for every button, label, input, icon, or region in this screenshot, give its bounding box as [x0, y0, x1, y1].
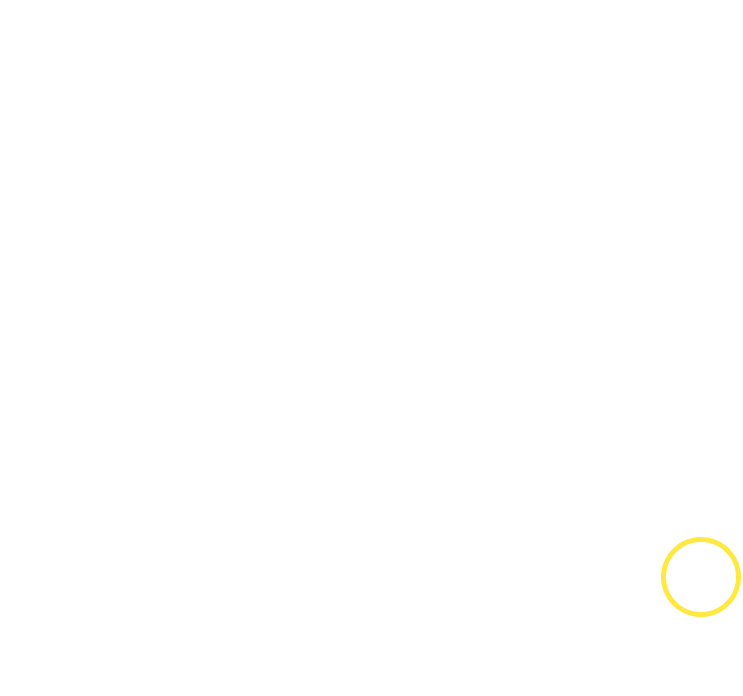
circle-indicator-icon: [661, 537, 741, 617]
